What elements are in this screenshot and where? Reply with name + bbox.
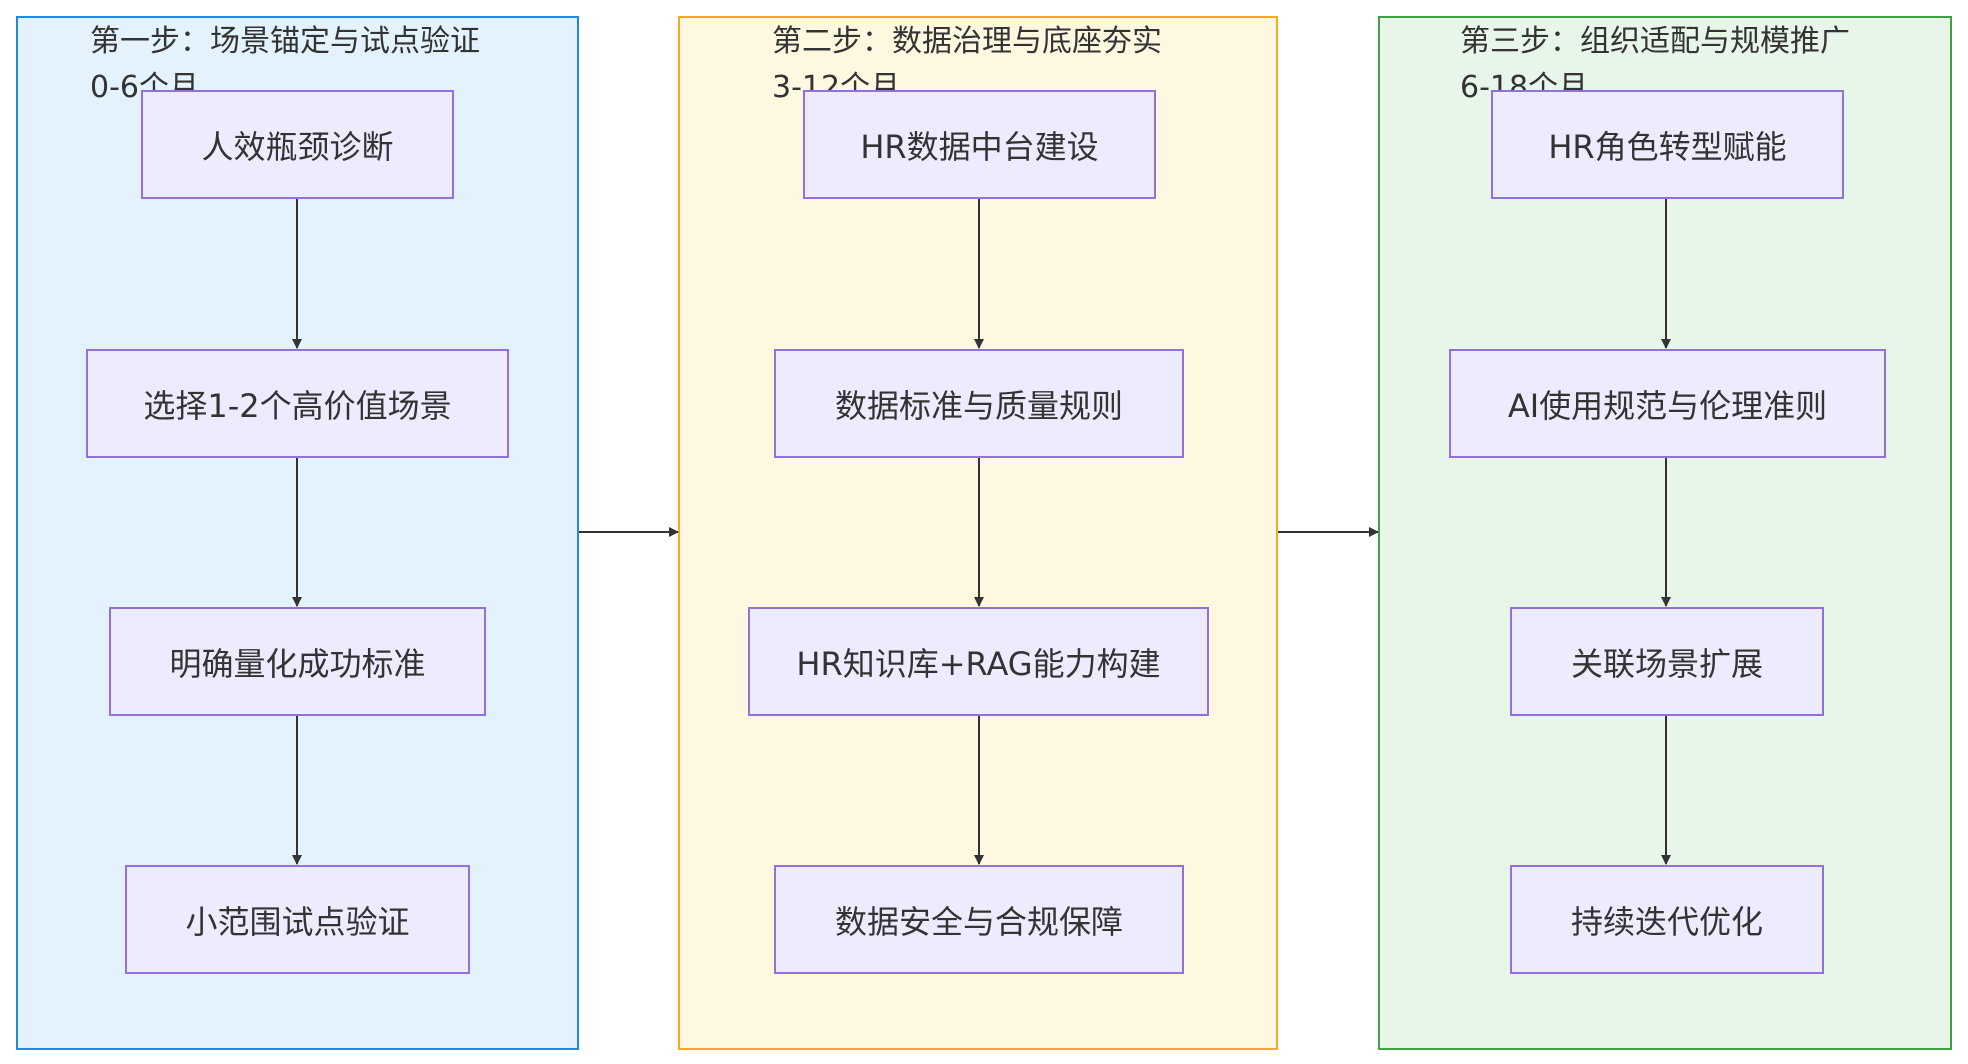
phase-1-title: 第一步：场景锚定与试点验证: [90, 24, 480, 59]
node-p1-1-label: 人效瓶颈诊断: [201, 127, 394, 166]
node-p3-3: 关联场景扩展: [1510, 607, 1824, 716]
node-p1-4-label: 小范围试点验证: [185, 902, 410, 941]
phase-3-title: 第三步：组织适配与规模推广: [1460, 24, 1850, 59]
node-p1-2: 选择1-2个高价值场景: [86, 349, 509, 458]
node-p3-4-label: 持续迭代优化: [1570, 902, 1763, 941]
node-p2-3-label: HR知识库+RAG能力构建: [796, 644, 1161, 683]
node-p2-1: HR数据中台建设: [803, 90, 1156, 199]
node-p3-2: AI使用规范与伦理准则: [1449, 349, 1886, 458]
node-p1-3-label: 明确量化成功标准: [169, 644, 426, 683]
node-p2-1-label: HR数据中台建设: [860, 127, 1099, 166]
node-p3-1: HR角色转型赋能: [1491, 90, 1844, 199]
node-p2-2: 数据标准与质量规则: [774, 349, 1184, 458]
node-p1-1: 人效瓶颈诊断: [141, 90, 454, 199]
node-p2-3: HR知识库+RAG能力构建: [748, 607, 1209, 716]
node-p1-4: 小范围试点验证: [125, 865, 470, 974]
node-p3-3-label: 关联场景扩展: [1570, 644, 1763, 683]
node-p2-4-label: 数据安全与合规保障: [834, 902, 1123, 941]
node-p2-4: 数据安全与合规保障: [774, 865, 1184, 974]
node-p2-2-label: 数据标准与质量规则: [834, 386, 1123, 425]
node-p1-2-label: 选择1-2个高价值场景: [143, 386, 452, 425]
node-p3-1-label: HR角色转型赋能: [1548, 127, 1787, 166]
node-p1-3: 明确量化成功标准: [109, 607, 486, 716]
phase-2-title: 第二步：数据治理与底座夯实: [772, 24, 1162, 59]
node-p3-4: 持续迭代优化: [1510, 865, 1824, 974]
node-p3-2-label: AI使用规范与伦理准则: [1507, 386, 1828, 425]
